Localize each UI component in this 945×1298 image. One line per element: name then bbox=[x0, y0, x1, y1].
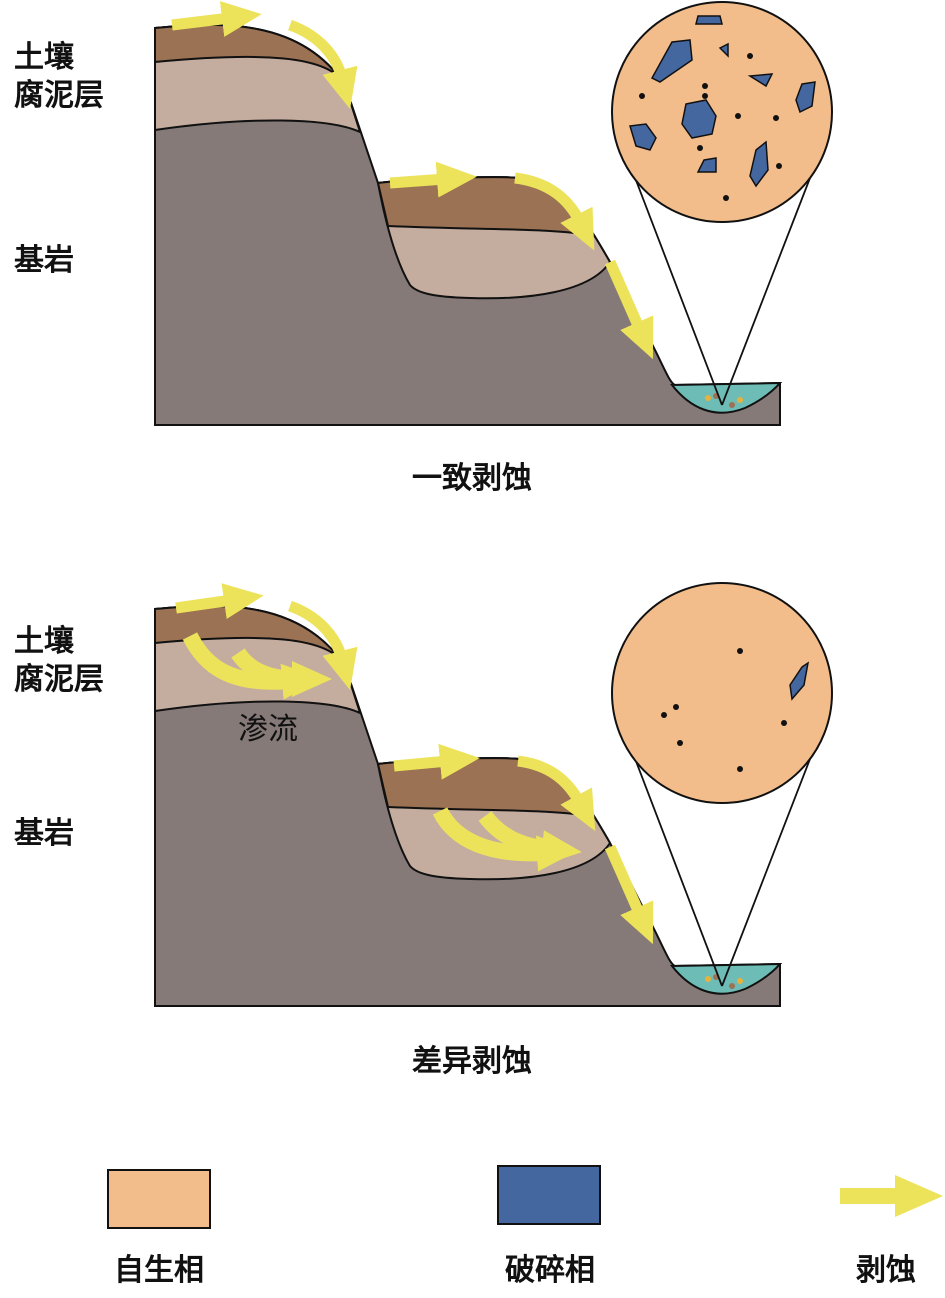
legend-erosion-arrow-icon bbox=[840, 1175, 943, 1217]
clastic-fragments bbox=[629, 15, 816, 188]
legend-label-clastic: 破碎相 bbox=[505, 1253, 595, 1288]
erosion-arrows bbox=[171, 1, 654, 360]
legend-label-authigenic: 自生相 bbox=[114, 1253, 204, 1288]
erosion-arrows bbox=[175, 583, 654, 945]
authigenic-circle bbox=[611, 582, 833, 804]
legend-swatch-authigenic bbox=[107, 1169, 211, 1229]
panel-differential-erosion: 渗流 土壤 腐泥层 基岩 差异剥蚀 bbox=[14, 582, 833, 1079]
label-soil: 土壤 bbox=[14, 624, 74, 659]
legend-label-erosion: 剥蚀 bbox=[856, 1253, 916, 1288]
label-saprolite: 腐泥层 bbox=[14, 78, 104, 113]
legend: 自生相 破碎相 剥蚀 bbox=[107, 1165, 943, 1288]
caption-uniform: 一致剥蚀 bbox=[412, 461, 532, 496]
authigenic-circle bbox=[611, 1, 833, 223]
label-saprolite: 腐泥层 bbox=[14, 662, 104, 697]
clastic-fragment bbox=[789, 661, 810, 701]
seepage-arrows bbox=[182, 632, 582, 872]
label-soil: 土壤 bbox=[14, 40, 74, 75]
caption-differential: 差异剥蚀 bbox=[412, 1044, 532, 1079]
panel-uniform-erosion: 土壤 腐泥层 基岩 一致剥蚀 bbox=[14, 1, 833, 496]
legend-swatch-clastic bbox=[497, 1165, 601, 1225]
label-bedrock: 基岩 bbox=[14, 816, 74, 851]
label-bedrock: 基岩 bbox=[14, 243, 74, 278]
label-seepage: 渗流 bbox=[238, 712, 298, 747]
